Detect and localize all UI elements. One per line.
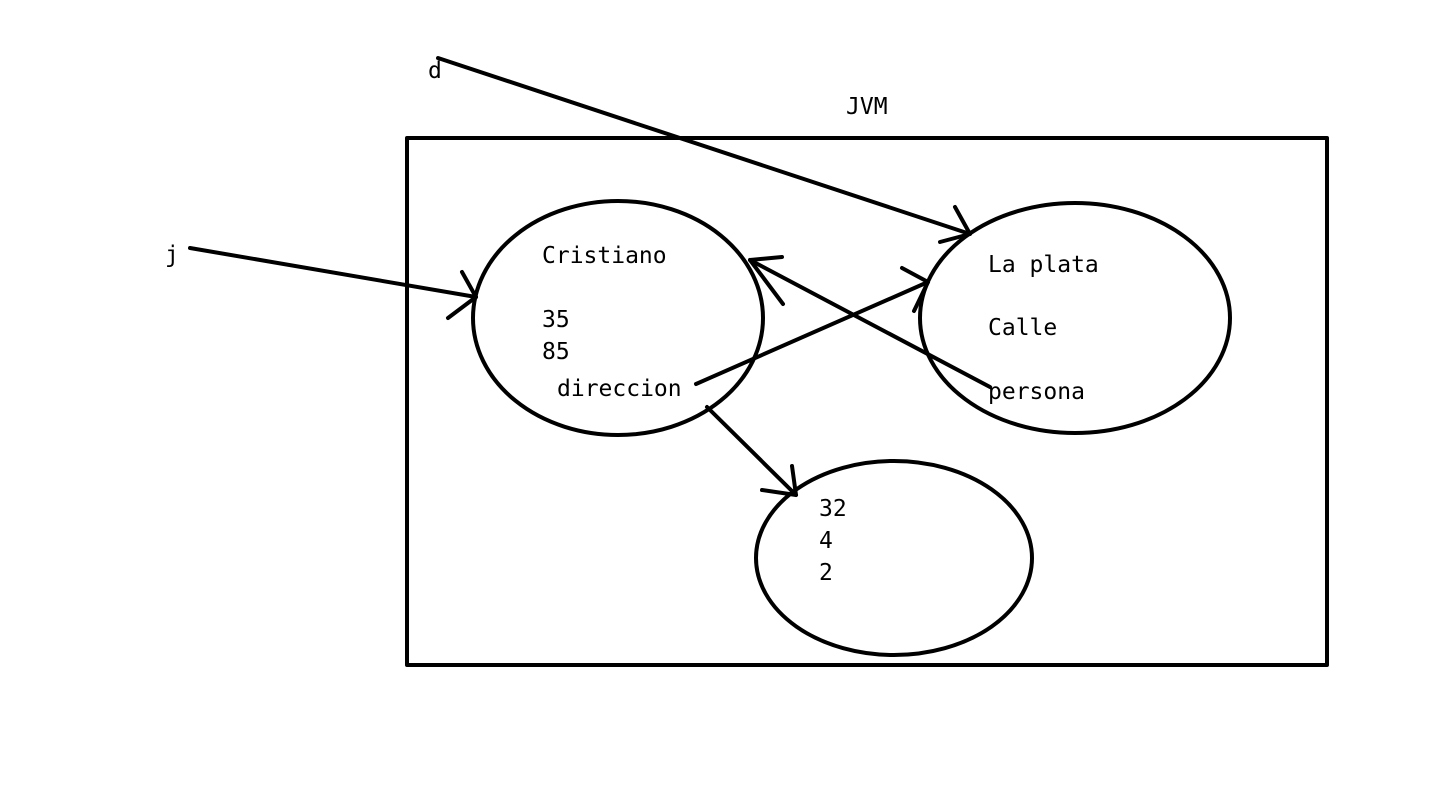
arrow-j-to-persona <box>188 246 478 320</box>
persona-name: Cristiano <box>542 243 667 269</box>
reference-j-label: j <box>165 242 179 268</box>
direccion-object-ellipse <box>918 201 1232 435</box>
persona-value-2: 85 <box>542 339 570 365</box>
numbers-value-1: 32 <box>819 496 847 522</box>
persona-direccion-field: direccion <box>557 376 682 402</box>
numbers-value-3: 2 <box>819 560 833 586</box>
persona-value-1: 35 <box>542 307 570 333</box>
jvm-label: JVM <box>846 94 888 120</box>
direccion-persona-field: persona <box>988 379 1085 405</box>
arrow-d-to-direccion <box>436 56 972 244</box>
numbers-object-ellipse <box>754 459 1034 657</box>
arrow-direccion-field-to-direccion-object <box>694 266 930 386</box>
jvm-box <box>405 136 1329 667</box>
reference-d-label: d <box>428 58 442 84</box>
numbers-value-2: 4 <box>819 528 833 554</box>
direccion-street: Calle <box>988 315 1057 341</box>
arrow-persona-field-to-persona-object <box>748 255 992 389</box>
persona-object-ellipse <box>471 199 765 437</box>
direccion-city: La plata <box>988 252 1099 278</box>
arrow-persona-to-numbers <box>705 405 798 497</box>
